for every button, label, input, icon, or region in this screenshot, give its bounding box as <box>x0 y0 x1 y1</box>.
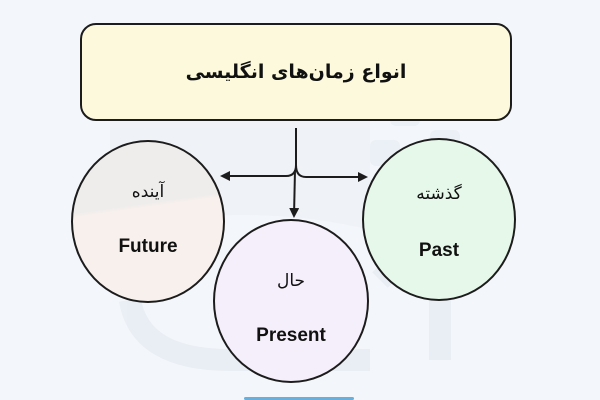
node-past: گذشته Past <box>362 138 516 301</box>
bottom-accent-bar <box>244 397 354 400</box>
future-en-label: Future <box>118 236 178 257</box>
past-fa-label: گذشته <box>416 184 462 204</box>
past-en-label: Past <box>418 240 460 261</box>
present-fa-label: حال <box>276 271 306 291</box>
diagram-title: انواع زمان‌های انگلیسی <box>185 61 407 83</box>
title-box: انواع زمان‌های انگلیسی <box>80 23 512 121</box>
node-future: آینده Future <box>71 140 225 303</box>
node-present: حال Present <box>213 219 369 383</box>
future-fa-label: آینده <box>131 182 165 202</box>
present-en-label: Present <box>256 325 326 346</box>
